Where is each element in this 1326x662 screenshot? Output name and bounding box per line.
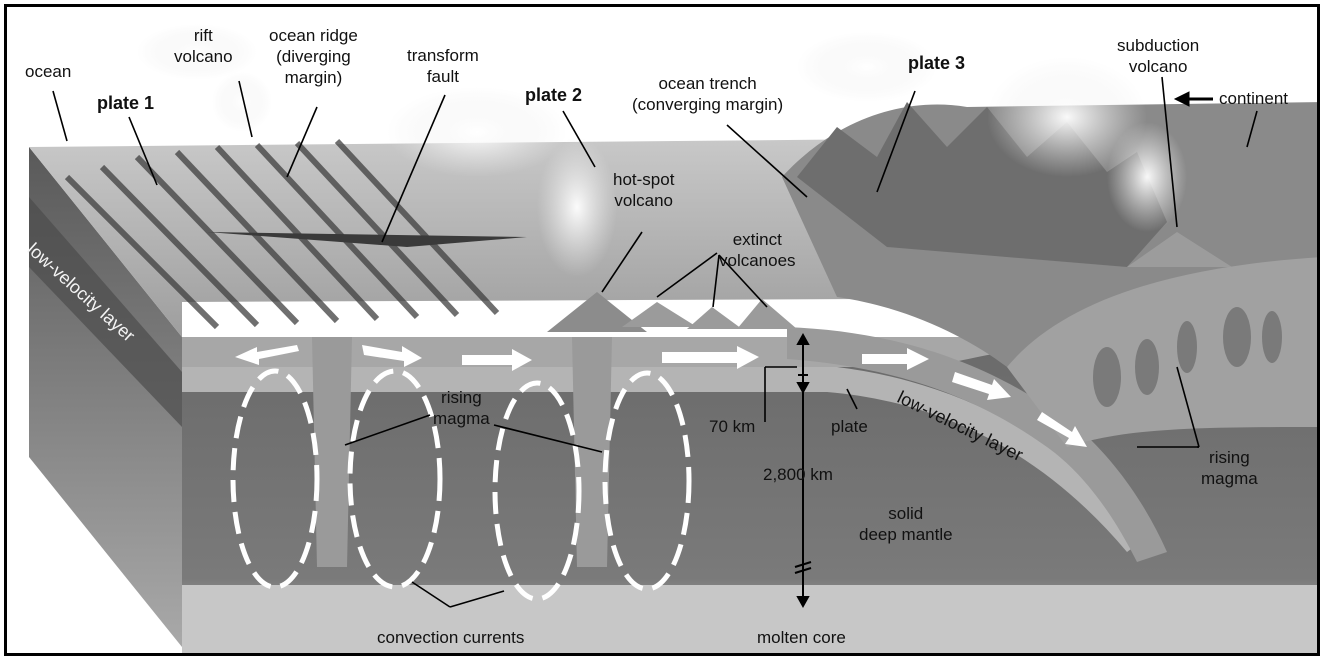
- smoke-hotspot-2: [537, 137, 617, 277]
- label-rising-magma-mid: rising magma: [433, 387, 490, 429]
- label-solid-deep-mantle: solid deep mantle: [859, 503, 953, 545]
- ridge-line-3: margin): [269, 67, 358, 88]
- transform-line-2: fault: [407, 66, 479, 87]
- label-extinct-volcanoes: extinct volcanoes: [719, 229, 796, 271]
- extinct-volcano-1: [622, 302, 697, 327]
- label-ocean-trench: ocean trench (converging margin): [632, 73, 783, 115]
- label-transform-fault: transform fault: [407, 45, 479, 87]
- label-continent: continent: [1219, 88, 1288, 109]
- extinct-volcano-3: [737, 299, 797, 329]
- trench-line-2: (converging margin): [632, 94, 783, 115]
- extinct-line-2: volcanoes: [719, 250, 796, 271]
- label-molten-core: molten core: [757, 627, 846, 648]
- rift-line-2: volcano: [174, 46, 233, 67]
- ridge-line-1: ocean ridge: [269, 25, 358, 46]
- extinct-line-1: extinct: [719, 229, 796, 250]
- label-rift-volcano: rift volcano: [174, 25, 233, 67]
- label-2800km: 2,800 km: [763, 464, 833, 485]
- label-70km: 70 km: [709, 416, 755, 437]
- diagram-frame: ocean plate 1 rift volcano ocean ridge (…: [4, 4, 1320, 656]
- solid-line-2: deep mantle: [859, 524, 953, 545]
- label-plate-2: plate 2: [525, 85, 582, 106]
- rift-line-1: rift: [174, 25, 233, 46]
- transform-line-1: transform: [407, 45, 479, 66]
- ridge-line-2: (diverging: [269, 46, 358, 67]
- hotspot-line-1: hot-spot: [613, 169, 674, 190]
- label-ocean-ridge: ocean ridge (diverging margin): [269, 25, 358, 88]
- rising-mid-line-2: magma: [433, 408, 490, 429]
- hotspot-line-2: volcano: [613, 190, 674, 211]
- label-rising-magma-right: rising magma: [1201, 447, 1258, 489]
- label-convection-currents: convection currents: [377, 627, 524, 648]
- label-plate-3: plate 3: [908, 53, 965, 74]
- rising-right-line-1: rising: [1201, 447, 1258, 468]
- rising-right-line-2: magma: [1201, 468, 1258, 489]
- smoke-rift-2: [212, 72, 272, 132]
- smoke-subduction-2: [1107, 122, 1187, 232]
- label-hotspot-volcano: hot-spot volcano: [613, 169, 674, 211]
- rising-mid-line-1: rising: [433, 387, 490, 408]
- label-subduction-volcano: subduction volcano: [1117, 35, 1199, 77]
- label-ocean: ocean: [25, 61, 71, 82]
- molten-core-band: [182, 585, 1320, 656]
- solid-line-1: solid: [859, 503, 953, 524]
- label-plate-1: plate 1: [97, 93, 154, 114]
- extinct-volcano-2: [687, 307, 742, 329]
- trench-line-1: ocean trench: [632, 73, 783, 94]
- subduction-line-1: subduction: [1117, 35, 1199, 56]
- label-plate: plate: [831, 416, 868, 437]
- subduction-line-2: volcano: [1117, 56, 1199, 77]
